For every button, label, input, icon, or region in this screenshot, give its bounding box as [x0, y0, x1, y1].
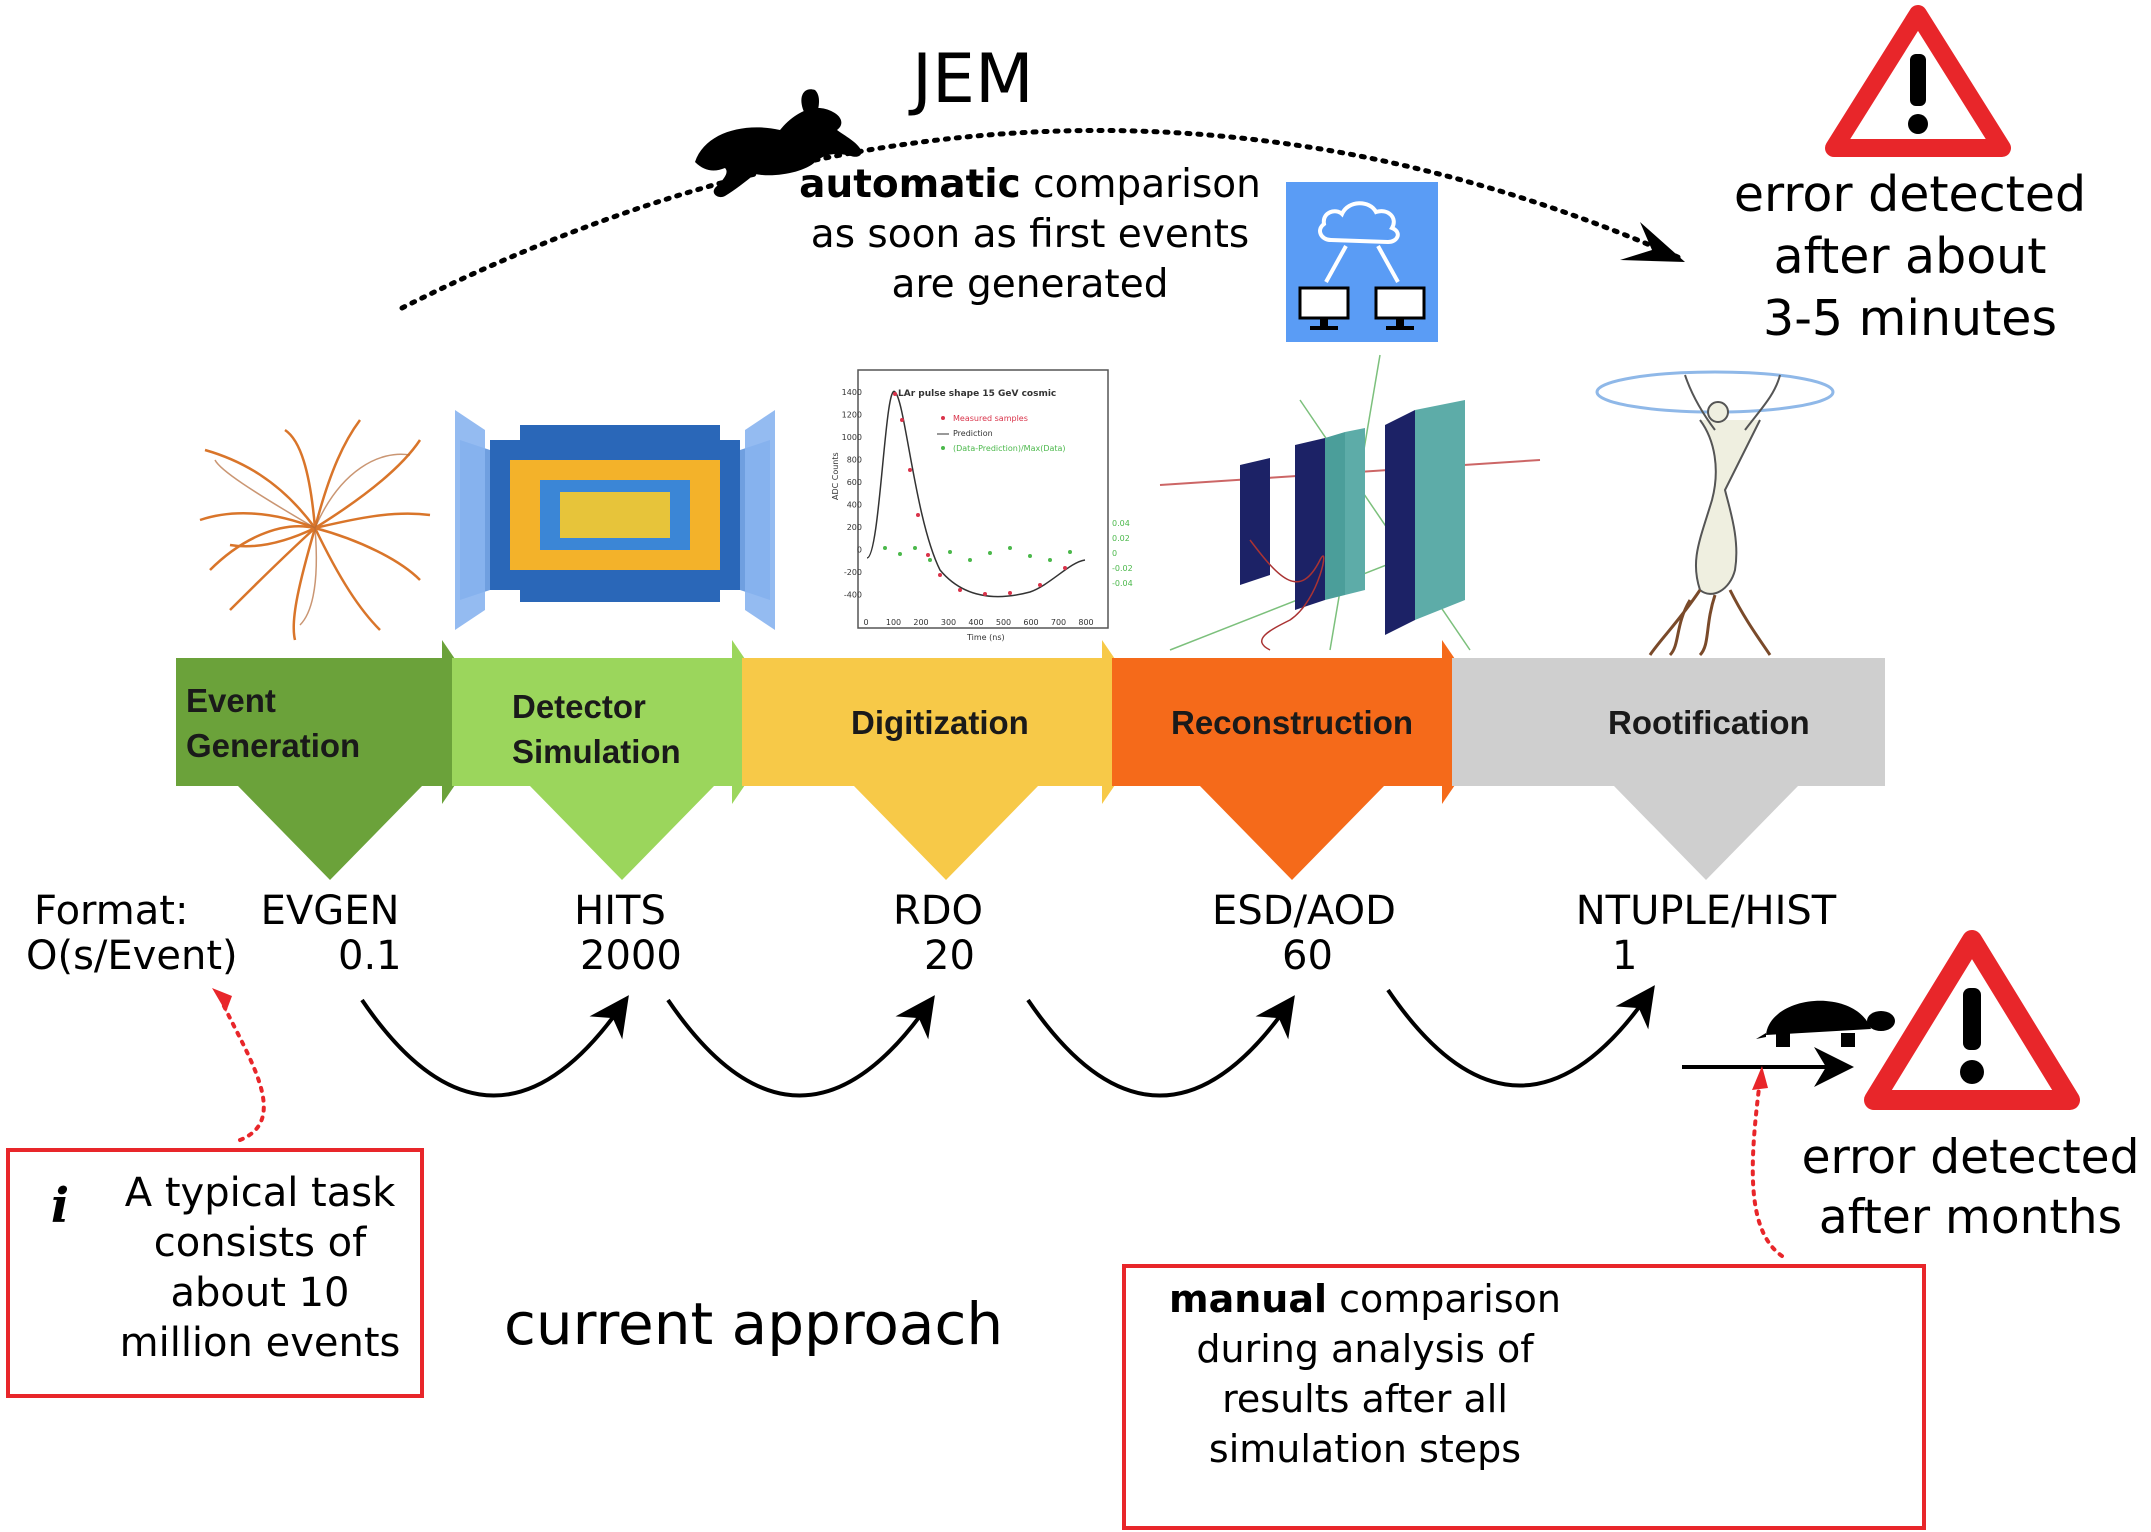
error-fast-line3: 3-5 minutes: [1763, 290, 2057, 347]
plot-tick-label: 0: [863, 618, 868, 627]
plot-tick-label: 200: [913, 618, 928, 627]
manual-text: manual comparison during analysis of res…: [1169, 1277, 1561, 1471]
error-fast-line2: after about: [1773, 228, 2047, 285]
plot-legend-2: Prediction: [953, 429, 993, 438]
error-detected-fast: error detected after about 3-5 minutes: [1700, 164, 2120, 350]
plot-tick-label: -0.02: [1112, 564, 1133, 573]
step-arrow-2: [666, 995, 935, 1098]
time-rdo: 20: [924, 933, 975, 979]
plot-tick-label: 400: [968, 618, 983, 627]
automatic-rest: comparison: [1033, 162, 1261, 207]
plot-tick-label: 700: [1051, 618, 1066, 627]
event-tracks-image: [199, 419, 431, 641]
error-fast-line1: error detected: [1733, 166, 2087, 223]
plot-xlabel: Time (ns): [966, 633, 1005, 642]
manual-pointer-arrow: [1750, 1078, 1784, 1258]
jem-arc-arrowhead: [1620, 222, 1685, 262]
info-icon-letter: i: [50, 1178, 70, 1234]
step-arrow-4: [1386, 985, 1655, 1088]
info-text: A typical task consists of about 10 mill…: [119, 1170, 401, 1366]
manual-box: [1122, 1264, 1926, 1530]
plot-tick-label: 0.02: [1112, 534, 1130, 543]
stage-reconstruction: Reconstruction: [1171, 704, 1414, 741]
plot-tick-label: 800: [847, 456, 862, 465]
jem-description: automatic comparison as soon as first ev…: [780, 160, 1280, 310]
error-detected-slow: error detected after months: [1801, 1130, 2140, 1245]
rootification-figure-image: [1595, 370, 1835, 657]
plot-tick-label: 100: [886, 618, 901, 627]
plot-tick-label: 300: [941, 618, 956, 627]
jem-desc-line3: are generated: [891, 262, 1169, 307]
stage-banner-reconstruction: [1112, 658, 1492, 880]
turtle-icon: [1756, 1000, 1895, 1047]
plot-tick-label: 1000: [842, 433, 862, 442]
plot-title: LAr pulse shape 15 GeV cosmic: [898, 389, 1056, 399]
plot-tick-label: 1400: [842, 388, 862, 397]
format-label: Format:: [34, 888, 189, 934]
plot-tick-label: 0.04: [1112, 519, 1130, 528]
plot-tick-label: 600: [1023, 618, 1038, 627]
stage-rootification: Rootification: [1608, 704, 1810, 741]
jem-title: JEM: [912, 40, 1034, 119]
time-per-event-label: O(s/Event): [26, 933, 238, 979]
time-ntuple-hist: 1: [1612, 933, 1638, 979]
warning-icon: [1864, 930, 2080, 1110]
stage-digitization: Digitization: [851, 704, 1029, 741]
stage-banner-detector-simulation: [452, 658, 782, 880]
plot-tick-label: -200: [844, 568, 862, 577]
plot-tick-label: 800: [1078, 618, 1093, 627]
manual-keyword: manual: [1169, 1277, 1328, 1321]
plot-legend-3: (Data-Prediction)/Max(Data): [953, 444, 1066, 453]
jem-fast-arc: [399, 128, 1683, 311]
plot-tick-label: 1200: [842, 411, 862, 420]
jem-desc-line2: as soon as first events: [810, 212, 1250, 257]
plot-tick-label: 0: [857, 546, 862, 555]
reconstruction-display-image: [1159, 354, 1541, 651]
warning-icon: [1825, 5, 2011, 157]
rabbit-icon: [695, 89, 862, 198]
lar-pulse-plot: LAr pulse shape 15 GeV cosmic Measured s…: [831, 369, 1133, 642]
time-esd-aod: 60: [1282, 933, 1333, 979]
info-box: [6, 1148, 424, 1398]
format-esd-aod: ESD/AOD: [1212, 888, 1396, 934]
plot-legend-1: Measured samples: [953, 414, 1028, 423]
time-evgen: 0.1: [338, 933, 402, 979]
stage-banner-digitization: [742, 658, 1152, 880]
format-hits: HITS: [574, 888, 666, 934]
stage-banner-rootification: [1452, 658, 1885, 880]
format-evgen: EVGEN: [260, 888, 400, 934]
info-pointer-arrow: [220, 1000, 266, 1142]
plot-tick-label: 0: [1112, 549, 1117, 558]
format-ntuple-hist: NTUPLE/HIST: [1575, 888, 1837, 934]
plot-tick-label: -400: [844, 591, 862, 600]
current-approach-label: current approach: [504, 1290, 1004, 1358]
cloud-network-icon: [1286, 182, 1438, 342]
time-hits: 2000: [580, 933, 682, 979]
plot-tick-label: 600: [847, 478, 862, 487]
automatic-keyword: automatic: [799, 162, 1021, 207]
step-arrow-1: [360, 995, 629, 1098]
plot-tick-label: 400: [847, 501, 862, 510]
format-rdo: RDO: [892, 888, 984, 934]
stage-banner-event-generation: [176, 658, 492, 880]
plot-tick-label: 500: [996, 618, 1011, 627]
plot-tick-label: -0.04: [1112, 579, 1133, 588]
plot-ylabel: ADC Counts: [831, 452, 840, 500]
plot-tick-label: 200: [847, 523, 862, 532]
step-arrow-3: [1026, 995, 1295, 1098]
detector-image: [455, 410, 775, 630]
